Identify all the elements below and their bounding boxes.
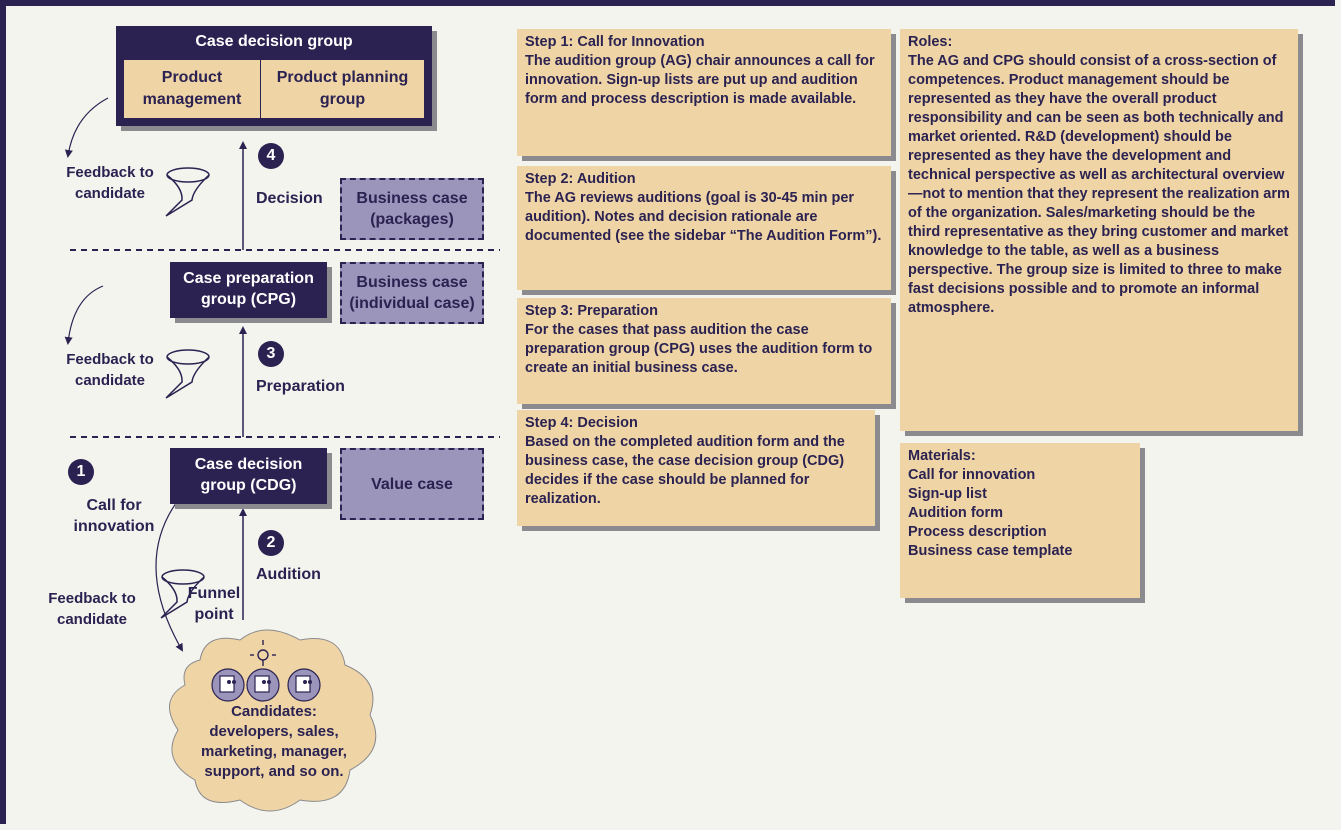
feedback-label-bottom: Feedback to candidate (48, 590, 136, 628)
step-number-3: 3 (258, 341, 284, 367)
materials-list: Call for innovation Sign-up list Auditio… (908, 466, 1132, 561)
materials-item: Audition form (908, 505, 1004, 521)
call-for-innovation-label: Call for innovation (73, 497, 155, 535)
case-decision-group-cdg-box: Case decision group (CDG) (170, 448, 327, 504)
case-decision-group-title: Case decision group (195, 33, 353, 50)
materials-title: Materials: (908, 448, 976, 464)
step-3-box: Step 3: Preparation For the cases that p… (517, 298, 891, 404)
value-case-box: Value case (340, 448, 484, 520)
audition-label: Audition (256, 566, 321, 583)
funnel-icon-bottom (160, 569, 205, 619)
materials-box: Materials: Call for innovation Sign-up l… (900, 443, 1140, 598)
candidate-icon-1 (211, 668, 245, 702)
step-3-body: For the cases that pass audition the cas… (525, 322, 873, 376)
materials-item: Sign-up list (908, 486, 987, 502)
business-case-individual-box: Business case (individual case) (340, 262, 484, 324)
feedback-label-middle: Feedback to candidate (66, 351, 154, 389)
materials-item: Business case template (908, 543, 1073, 559)
case-preparation-group-box: Case preparation group (CPG) (170, 262, 327, 318)
candidate-icon-3 (287, 668, 321, 702)
product-planning-group-cell: Product planning group (276, 69, 409, 108)
materials-item: Process description (908, 524, 1047, 540)
lightbulb-icon (250, 640, 276, 666)
step-2-title: Step 2: Audition (525, 171, 636, 187)
step-1-box: Step 1: Call for Innovation The audition… (517, 29, 891, 156)
step-2-box: Step 2: Audition The AG reviews audition… (517, 166, 891, 290)
step-4-title: Step 4: Decision (525, 415, 638, 431)
preparation-label: Preparation (256, 378, 345, 395)
step-number-2: 2 (258, 530, 284, 556)
product-management-cell: Product management (124, 60, 261, 118)
decision-label: Decision (256, 190, 323, 207)
candidates-label: Candidates: developers, sales, marketing… (201, 703, 347, 780)
case-decision-group-box: Case decision group Product management P… (116, 26, 432, 126)
step-2-body: The AG reviews auditions (goal is 30-45 … (525, 190, 882, 244)
step-1-body: The audition group (AG) chair announces … (525, 53, 875, 107)
feedback-label-top: Feedback to candidate (66, 164, 154, 202)
funnel-point-label: Funnel point (187, 585, 241, 623)
roles-body: The AG and CPG should consist of a cross… (908, 53, 1290, 316)
funnel-icon-top (165, 167, 210, 217)
step-number-1: 1 (68, 459, 94, 485)
feedback-curve-bottom (155, 494, 183, 652)
business-case-packages-box: Business case (packages) (340, 178, 484, 240)
funnel-icon-middle (165, 349, 210, 399)
candidate-icon-2 (246, 668, 280, 702)
step-3-title: Step 3: Preparation (525, 303, 658, 319)
step-4-body: Based on the completed audition form and… (525, 434, 845, 507)
roles-box: Roles: The AG and CPG should consist of … (900, 29, 1298, 431)
step-number-4: 4 (258, 143, 284, 169)
case-decision-group-members: Product management Product planning grou… (124, 60, 424, 118)
roles-title: Roles: (908, 34, 953, 50)
step-4-box: Step 4: Decision Based on the completed … (517, 410, 875, 526)
feedback-curve-top (64, 97, 109, 158)
materials-item: Call for innovation (908, 467, 1036, 483)
feedback-curve-middle (64, 285, 104, 345)
step-1-title: Step 1: Call for Innovation (525, 34, 705, 50)
